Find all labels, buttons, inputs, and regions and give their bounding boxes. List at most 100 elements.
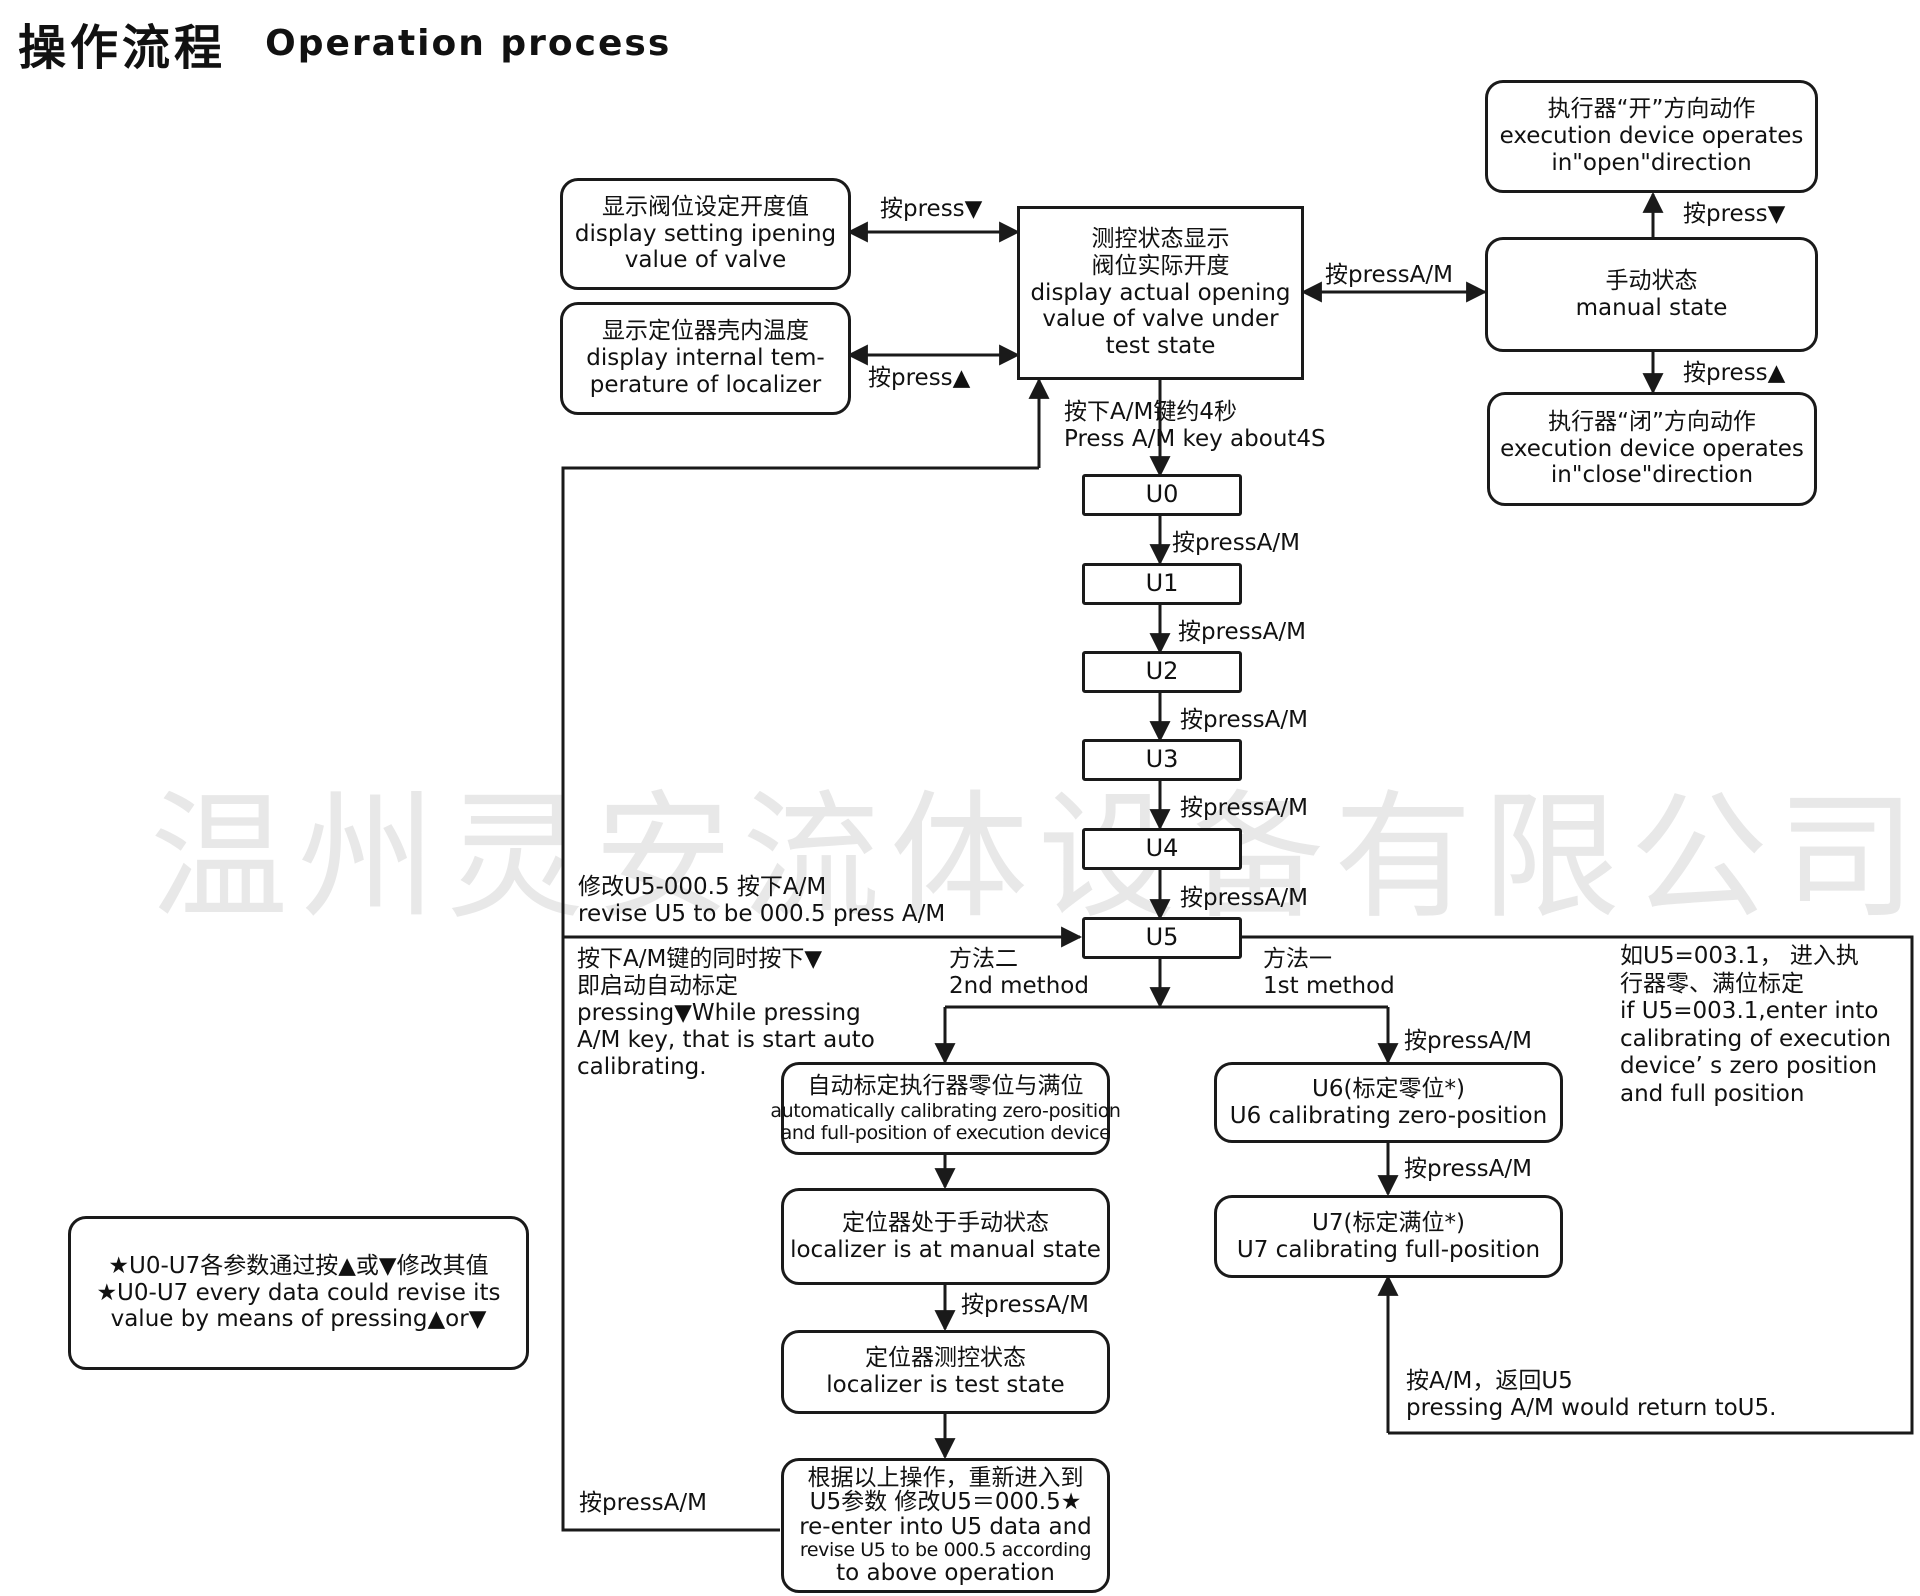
- label-loop-back: 按pressA/M: [579, 1490, 707, 1516]
- box-text: value of valve under: [1042, 306, 1279, 333]
- box-text: U3: [1145, 745, 1179, 774]
- box-text: U6(标定零位*): [1312, 1075, 1465, 1102]
- manual-state-box: 手动状态 manual state: [1485, 237, 1818, 352]
- label-press-down: 按press▼: [880, 196, 983, 222]
- box-text: 手动状态: [1605, 267, 1698, 294]
- label-line: 修改U5-000.5 按下A/M: [578, 874, 827, 900]
- box-text: U0: [1145, 480, 1179, 509]
- label-revise-u5: 修改U5-000.5 按下A/M revise U5 to be 000.5 p…: [578, 874, 945, 928]
- label-line: if U5=003.1,enter into: [1620, 998, 1879, 1025]
- box-text: value by means of pressing▲or▼: [110, 1306, 487, 1333]
- page-title: 操作流程 Operation process: [18, 8, 671, 78]
- box-text: 执行器“开”方向动作: [1547, 96, 1756, 123]
- box-text: 阀位实际开度: [1091, 252, 1230, 279]
- label-method-1: 方法一 1st method: [1263, 946, 1395, 1000]
- u6-box: U6(标定零位*) U6 calibrating zero-position: [1214, 1062, 1563, 1143]
- box-text: 显示阀位设定开度值: [602, 193, 809, 220]
- label-line: 行器零、满位标定: [1620, 970, 1804, 997]
- u7-box: U7(标定满位*) U7 calibrating full-position: [1214, 1195, 1563, 1278]
- box-text: U1: [1145, 569, 1179, 598]
- auto-calibrate-box: 自动标定执行器零位与满位 automatically calibrating z…: [770, 1062, 1121, 1155]
- box-text: perature of localizer: [589, 371, 822, 398]
- display-setting-box: 显示阀位设定开度值 display setting ipening value …: [560, 178, 851, 290]
- label-return-u5: 按A/M，返回U5 pressing A/M would return toU5…: [1406, 1368, 1776, 1422]
- u4-box: U4: [1082, 828, 1242, 870]
- label-press-am-manual: 按pressA/M: [1325, 262, 1453, 288]
- label-u3-u4: 按pressA/M: [1180, 795, 1308, 821]
- box-text: revise U5 to be 000.5 according: [799, 1539, 1092, 1562]
- box-text: U7(标定满位*): [1312, 1209, 1465, 1236]
- box-text: automatically calibrating zero-position: [770, 1099, 1121, 1122]
- box-text: U5参数 修改U5＝000.5★: [809, 1489, 1082, 1516]
- box-text: display setting ipening: [574, 220, 837, 247]
- box-text: value of valve: [624, 247, 787, 274]
- label-u6-u7: 按pressA/M: [1404, 1156, 1532, 1182]
- label-line: 即启动自动标定: [577, 972, 738, 999]
- label-to-u6: 按pressA/M: [1404, 1028, 1532, 1054]
- localizer-manual-box: 定位器处于手动状态 localizer is at manual state: [781, 1188, 1110, 1285]
- box-text: 测控状态显示: [1091, 226, 1230, 253]
- label-if-u5: 如U5=003.1， 进入执 行器零、满位标定 if U5=003.1,ente…: [1620, 943, 1891, 1109]
- close-direction-box: 执行器“闭”方向动作 execution device operates in"…: [1487, 392, 1817, 506]
- label-u2-u3: 按pressA/M: [1180, 707, 1308, 733]
- box-text: U4: [1145, 834, 1179, 863]
- label-line: 如U5=003.1， 进入执: [1620, 943, 1859, 969]
- label-u4-u5: 按pressA/M: [1180, 885, 1308, 911]
- label-hold-am: 按下A/M键约4秒 Press A/M key about4S: [1064, 399, 1326, 453]
- box-text: U5: [1145, 923, 1179, 952]
- box-text: display internal tem-: [586, 345, 825, 372]
- label-line: A/M key, that is start auto: [577, 1026, 875, 1053]
- label-line: calibrating of execution: [1620, 1025, 1892, 1052]
- localizer-test-box: 定位器测控状态 localizer is test state: [781, 1330, 1110, 1414]
- label-manual-to-test: 按pressA/M: [961, 1292, 1089, 1318]
- box-text: to above operation: [836, 1559, 1055, 1586]
- title-zh: 操作流程: [18, 20, 227, 76]
- box-text: 执行器“闭”方向动作: [1548, 408, 1756, 435]
- u3-box: U3: [1082, 739, 1242, 781]
- box-text: U6 calibrating zero-position: [1229, 1102, 1548, 1129]
- label-line: 方法二: [949, 946, 1018, 972]
- label-press-up-right: 按press▲: [1683, 360, 1786, 386]
- label-press-down-right: 按press▼: [1683, 201, 1786, 227]
- test-state-box: 测控状态显示 阀位实际开度 display actual opening val…: [1017, 206, 1304, 380]
- label-line: device’ s zero position: [1620, 1053, 1878, 1080]
- label-line: and full position: [1620, 1080, 1805, 1107]
- u5-box: U5: [1082, 917, 1242, 959]
- label-line: 按下A/M键的同时按下▼: [577, 946, 823, 972]
- box-text: and full-position of execution device: [780, 1121, 1111, 1144]
- box-text: in"open"direction: [1551, 149, 1752, 176]
- display-temp-box: 显示定位器壳内温度 display internal tem- perature…: [560, 302, 851, 415]
- title-en: Operation process: [265, 22, 672, 64]
- box-text: test state: [1105, 333, 1216, 359]
- box-text: localizer is test state: [826, 1372, 1065, 1398]
- label-line: revise U5 to be 000.5 press A/M: [578, 900, 946, 927]
- u1-box: U1: [1082, 563, 1242, 605]
- box-text: ★U0-U7各参数通过按▲或▼修改其值: [108, 1252, 489, 1279]
- label-line: Press A/M key about4S: [1064, 425, 1326, 452]
- box-text: manual state: [1575, 294, 1728, 321]
- box-text: in"close"direction: [1550, 462, 1754, 489]
- box-text: 显示定位器壳内温度: [602, 318, 809, 345]
- label-press-up: 按press▲: [868, 365, 971, 391]
- line-u5-right-loop: [1240, 935, 1914, 1435]
- label-line: pressing▼While pressing: [577, 999, 861, 1026]
- label-u1-u2: 按pressA/M: [1178, 619, 1306, 645]
- label-line: 按A/M，返回U5: [1406, 1368, 1573, 1394]
- label-line: 2nd method: [949, 972, 1089, 999]
- label-u0-u1: 按pressA/M: [1172, 530, 1300, 556]
- box-text: 定位器处于手动状态: [842, 1209, 1049, 1236]
- box-text: U2: [1145, 657, 1179, 686]
- reenter-u5-box: 根据以上操作，重新进入到 U5参数 修改U5＝000.5★ re-enter i…: [781, 1458, 1110, 1593]
- label-method-2: 方法二 2nd method: [949, 946, 1089, 1000]
- box-text: display actual opening: [1030, 279, 1291, 306]
- label-line: pressing A/M would return toU5.: [1406, 1394, 1777, 1421]
- box-text: 自动标定执行器零位与满位: [807, 1073, 1084, 1100]
- box-text: U7 calibrating full-position: [1236, 1236, 1541, 1263]
- label-line: 1st method: [1263, 972, 1395, 999]
- box-text: re-enter into U5 data and: [799, 1514, 1092, 1541]
- u2-box: U2: [1082, 651, 1242, 693]
- box-text: 定位器测控状态: [865, 1345, 1026, 1372]
- box-text: 根据以上操作，重新进入到: [807, 1464, 1084, 1491]
- line-left-loop: [561, 466, 1039, 1532]
